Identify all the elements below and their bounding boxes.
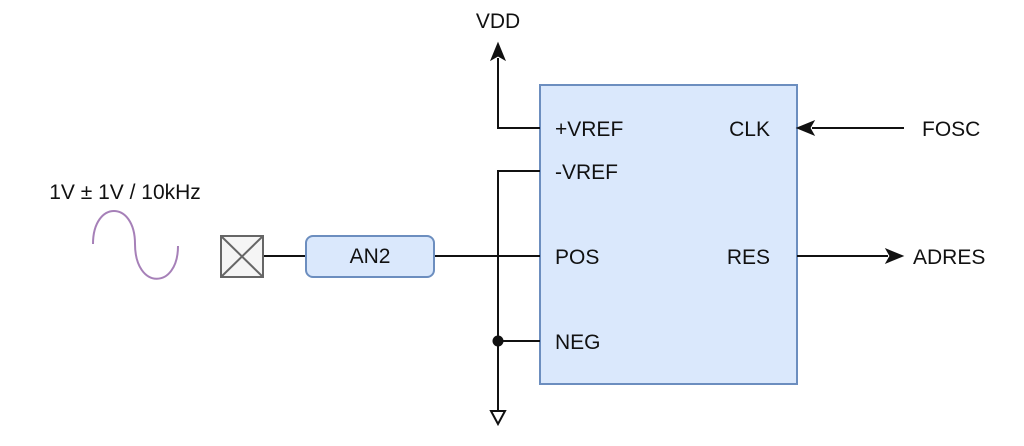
junction-dot (492, 335, 504, 347)
vdd-arrow-icon (489, 41, 507, 62)
pin-clk: CLK (729, 118, 770, 141)
vdd-label: VDD (476, 10, 520, 33)
pin-vref-neg: -VREF (555, 161, 618, 184)
terminal-icon (220, 235, 264, 278)
vdd-wire (497, 58, 540, 129)
res-arrow-icon (884, 247, 905, 265)
vref-neg-wire (497, 170, 540, 410)
pin-res: RES (727, 246, 770, 269)
sine-wave-icon (92, 210, 179, 280)
adc-block[interactable] (539, 84, 798, 385)
signal-label: 1V ± 1V / 10kHz (49, 181, 201, 204)
pin-neg: NEG (555, 331, 601, 354)
pin-pos: POS (555, 246, 599, 269)
adres-label: ADRES (913, 246, 985, 269)
an2-label: AN2 (350, 245, 391, 268)
clk-arrow-icon (795, 119, 816, 137)
pin-vref-pos: +VREF (555, 118, 623, 141)
fosc-label: FOSC (922, 118, 980, 141)
an2-pin-box[interactable] (305, 235, 435, 278)
ground-icon (489, 410, 507, 427)
